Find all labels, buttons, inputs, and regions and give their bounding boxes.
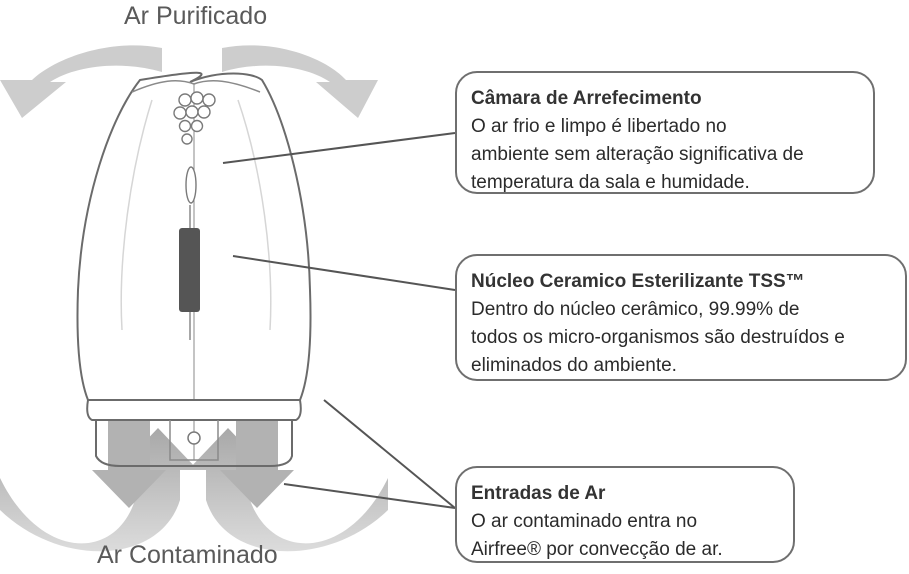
purified-air-label: Ar Purificado: [124, 2, 268, 30]
callout-line: Dentro do núcleo cerâmico, 99.99% de: [471, 299, 800, 320]
purified-air-arrow-left: [0, 45, 162, 119]
callout-title: Câmara de Arrefecimento: [471, 88, 702, 109]
callout-line: Airfree® por convecção de ar.: [471, 539, 723, 560]
device-foot: [95, 420, 293, 467]
callout-line: O ar contaminado entra no: [471, 511, 698, 532]
power-button-icon: [187, 431, 201, 445]
leader-line-inlet-top: [323, 399, 456, 509]
contaminated-air-arrow-fill-right: [220, 418, 294, 508]
callout-line: O ar frio e limpo é libertado no: [471, 116, 727, 137]
callout-line: eliminados do ambiente.: [471, 355, 677, 376]
callout-line: temperatura da sala e humidade.: [471, 172, 750, 193]
callout-title: Entradas de Ar: [471, 483, 606, 504]
cooling-vents: [173, 91, 216, 204]
device-base: [86, 399, 302, 421]
leader-line-cooling: [222, 132, 456, 164]
callout-line: todos os micro-organismos são destruídos…: [471, 327, 845, 348]
callout-title: Núcleo Ceramico Esterilizante TSS™: [471, 271, 805, 292]
callout-cooling-chamber: Câmara de Arrefecimento O ar frio e limp…: [455, 71, 875, 194]
purified-air-arrow-right: [222, 45, 378, 119]
callout-ceramic-core: Núcleo Ceramico Esterilizante TSS™ Dentr…: [455, 254, 907, 381]
callout-air-inlets: Entradas de Ar O ar contaminado entra no…: [455, 466, 795, 563]
device-foot-inner: [169, 420, 219, 461]
ceramic-core: [179, 228, 200, 312]
leader-line-inlet-bottom: [283, 483, 456, 509]
contaminated-air-label: Ar Contaminado: [97, 541, 278, 569]
contaminated-air-arrow-fill-left: [92, 418, 166, 508]
callout-line: ambiente sem alteração significativa de: [471, 144, 804, 165]
contaminated-air-arrow-left: [0, 428, 198, 552]
device-inner-contour: [120, 99, 272, 331]
leader-line-core: [232, 255, 456, 291]
